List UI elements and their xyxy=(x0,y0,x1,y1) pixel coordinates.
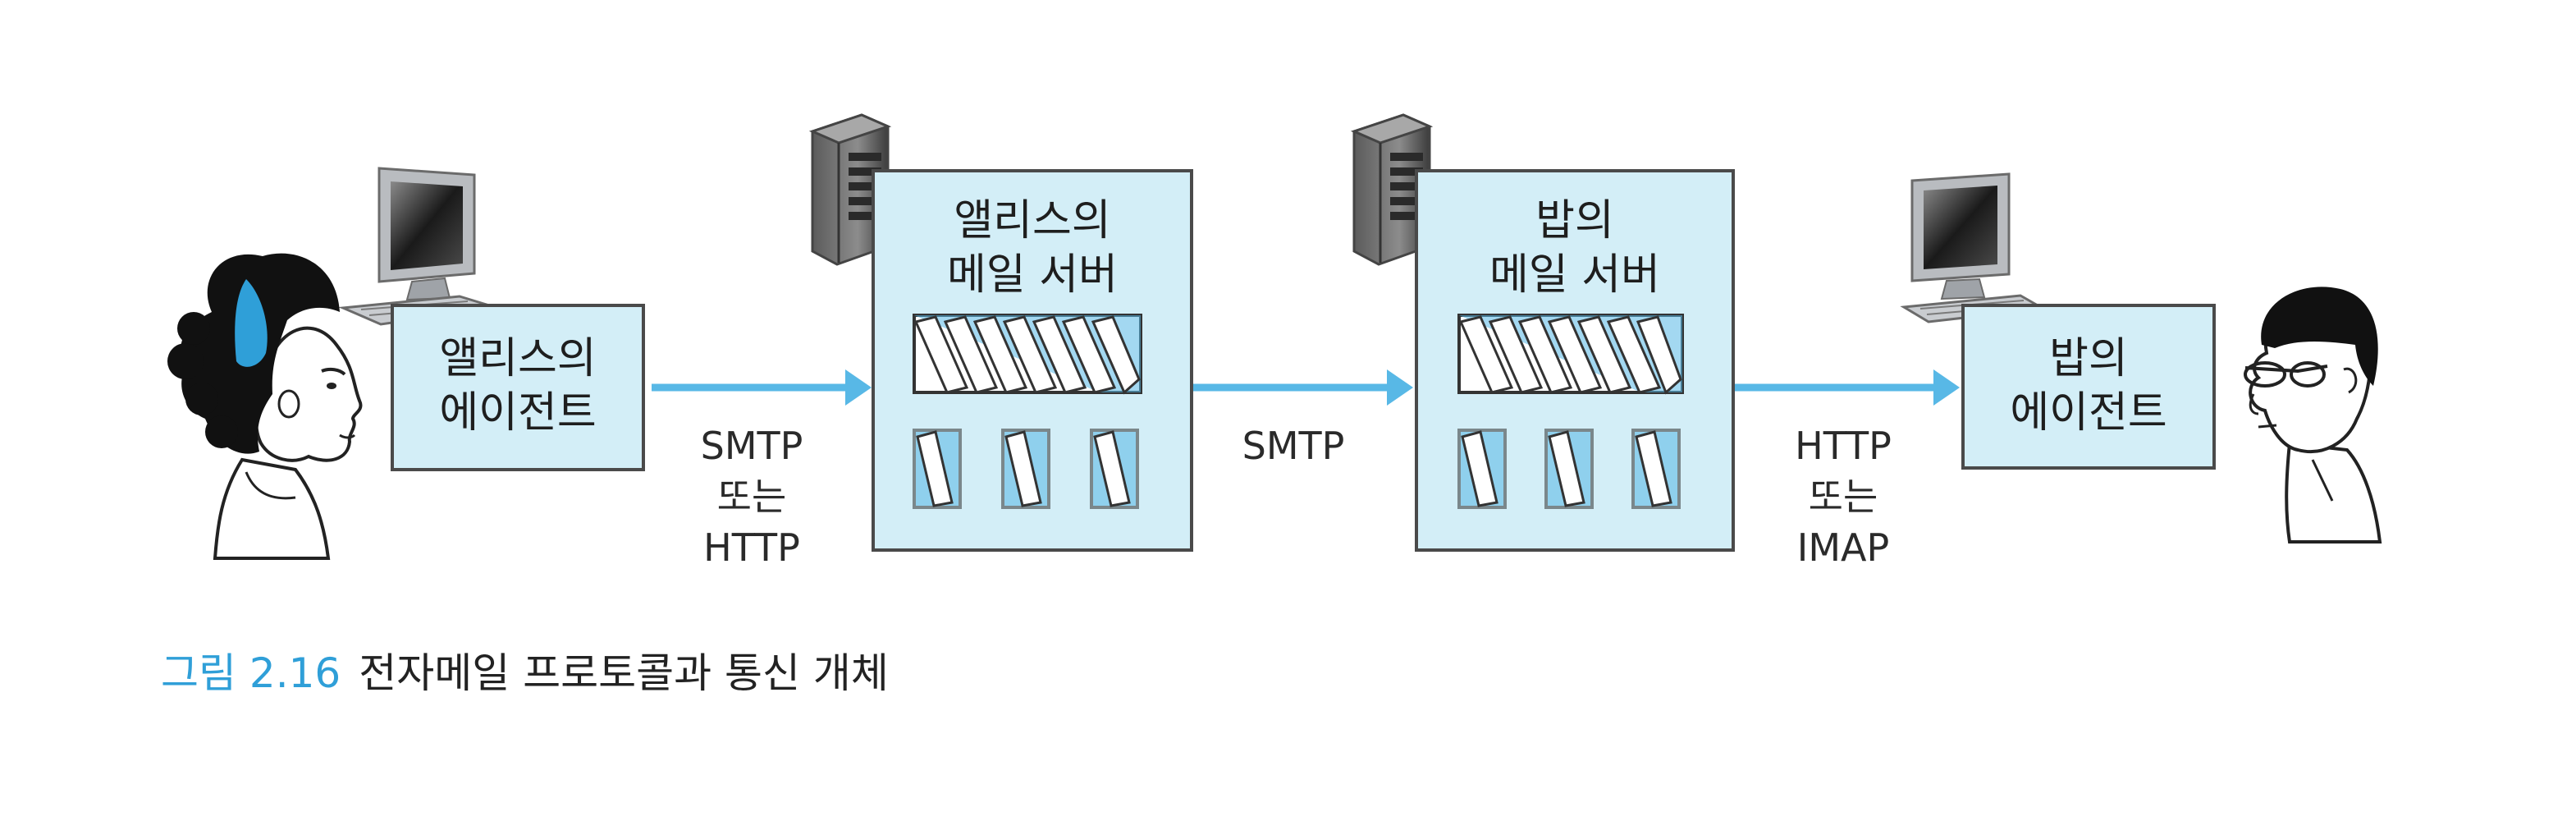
server-tower-icon xyxy=(808,113,892,266)
bob-agent-label-line2: 에이전트 xyxy=(2010,388,2167,438)
server-tower-icon xyxy=(1350,113,1434,266)
bob-server-label: 밥의 메일 서버 xyxy=(1416,194,1733,302)
bob-agent-box xyxy=(1961,304,2216,470)
bob-agent-label: 밥의 에이전트 xyxy=(1963,332,2214,440)
arrow-alice-server-to-bob-server xyxy=(1190,369,1413,406)
mailbox-icon xyxy=(1457,314,1684,395)
protocol-label-3-line1: HTTP xyxy=(1795,424,1892,468)
arrow-bob-server-to-bob-agent xyxy=(1732,369,1960,406)
protocol-label-1-line3: HTTP xyxy=(703,525,800,570)
protocol-label-1-line1: SMTP xyxy=(700,424,803,468)
alice-agent-label-line1: 앨리스의 xyxy=(439,334,597,383)
arrow-alice-agent-to-alice-server xyxy=(652,369,872,406)
figure-title: 전자메일 프로토콜과 통신 개체 xyxy=(359,649,889,697)
alice-server-label-line1: 앨리스의 xyxy=(954,196,1111,245)
figure-caption: 그림 2.16 전자메일 프로토콜과 통신 개체 xyxy=(161,640,889,699)
alice-server-label-line2: 메일 서버 xyxy=(947,250,1118,300)
protocol-label-3-line2: 또는 xyxy=(1808,475,1878,519)
alice-server-label: 앨리스의 메일 서버 xyxy=(873,194,1192,302)
alice-agent-box xyxy=(391,304,645,471)
bob-server-label-line1: 밥의 xyxy=(1535,196,1614,245)
alice-agent-label-line2: 에이전트 xyxy=(439,388,597,438)
protocol-label-3-line3: IMAP xyxy=(1796,525,1890,570)
mailbox-icon xyxy=(913,429,1139,509)
protocol-label-2-line1: SMTP xyxy=(1242,424,1345,468)
protocol-label-1: SMTP 또는 HTTP xyxy=(663,420,840,573)
bob-person-icon xyxy=(2244,287,2382,544)
alice-person-icon xyxy=(167,253,363,560)
computer-icon xyxy=(1900,172,2048,323)
bob-server-label-line2: 메일 서버 xyxy=(1489,250,1660,300)
mailbox-icon xyxy=(913,314,1142,395)
protocol-label-1-line2: 또는 xyxy=(716,475,787,519)
mailbox-icon xyxy=(1457,429,1681,509)
computer-icon xyxy=(338,167,498,326)
protocol-label-2: SMTP xyxy=(1205,420,1382,471)
bob-agent-label-line1: 밥의 xyxy=(2049,334,2128,383)
protocol-label-3: HTTP 또는 IMAP xyxy=(1755,420,1932,573)
alice-agent-label: 앨리스의 에이전트 xyxy=(392,332,643,440)
figure-number: 그림 2.16 xyxy=(161,649,341,697)
